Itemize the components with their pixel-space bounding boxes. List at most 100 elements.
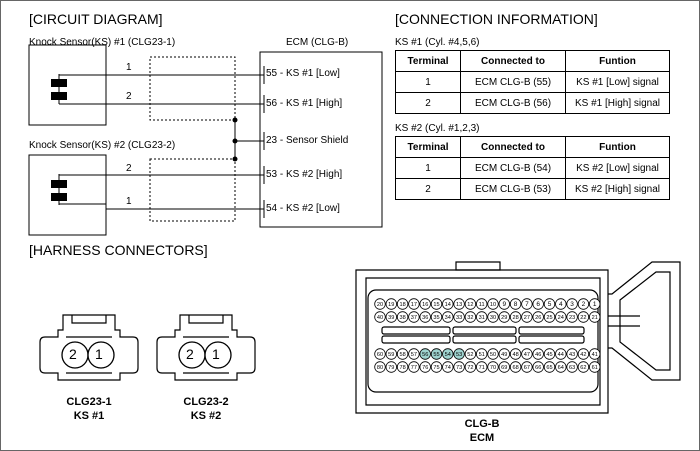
ecm-pin-8-number: 8 — [514, 301, 518, 308]
ecm-pin-30-hole — [487, 311, 499, 323]
ecm-pin-22-hole — [577, 311, 590, 323]
ks2-wire-number-1: 1 — [126, 196, 132, 207]
ks1-shield — [149, 56, 236, 121]
ecm-pin-37-number: 37 — [411, 315, 417, 321]
ecm-pin-58-number: 58 — [399, 352, 405, 358]
ecm-pin-2-number: 2 — [582, 301, 586, 308]
ecm-pin-40-number: 40 — [377, 315, 383, 321]
ecm-pin-1-hole — [589, 298, 601, 310]
ecm-pin-25-number: 25 — [546, 315, 552, 321]
ecm-pin-16-hole — [419, 298, 431, 310]
ecm-pin-18-hole — [396, 298, 409, 310]
ecm-pin-17-hole — [408, 298, 420, 310]
ecm-pin-8-hole — [509, 298, 522, 310]
table-cell: ECM CLG-B (55) — [460, 71, 566, 93]
ecm-pin-43-number: 43 — [569, 352, 575, 358]
ecm-pin-80-hole — [374, 361, 386, 373]
ecm-pin-26-hole — [532, 311, 544, 323]
clg23-1-name: CLG23-1 — [66, 396, 112, 408]
ecm-pin-79-hole — [385, 361, 398, 373]
table-cell: ECM CLG-B (56) — [460, 92, 566, 114]
ecm-pin-11-hole — [476, 298, 488, 310]
ks1-connection-table: Terminal Connected to Funtion 1 ECM CLG-… — [395, 50, 670, 114]
ecm-pin-73-number: 73 — [456, 365, 462, 371]
ecm-box — [259, 51, 383, 228]
ecm-pin-24-hole — [555, 311, 567, 323]
ecm-pin-72-hole — [464, 361, 477, 373]
table-cell: KS #1 [High] signal — [565, 92, 670, 114]
ks1-sensor-label: Knock Sensor(KS) #1 (CLG23-1) — [29, 37, 176, 48]
table-cell: ECM CLG-B (54) — [460, 157, 566, 179]
ecm-pin-56: 56 - KS #1 [High] — [266, 98, 343, 109]
clg23-2-pin-1: 1 — [212, 346, 220, 362]
ecm-pin-53-number: 53 — [456, 352, 462, 358]
ecm-pin-70-number: 70 — [490, 365, 496, 371]
ecm-pin-39-hole — [385, 311, 398, 323]
ecm-pin-49-hole — [498, 348, 511, 360]
ecm-pin-48-number: 48 — [512, 352, 518, 358]
ks1-wire-number-2: 2 — [126, 91, 132, 102]
ecm-pin-68-hole — [509, 361, 522, 373]
ecm-pin-64-hole — [555, 361, 567, 373]
ecm-pin-65-number: 65 — [546, 365, 552, 371]
ecm-pin-61-number: 61 — [592, 365, 598, 371]
ecm-pin-37-hole — [408, 311, 420, 323]
ecm-pin-10-hole — [487, 298, 499, 310]
clg23-2-name: CLG23-2 — [183, 396, 229, 408]
ecm-pin-69-hole — [498, 361, 511, 373]
ecm-pin-62-number: 62 — [580, 365, 586, 371]
clg-b-caption: CLG-B ECM — [437, 417, 527, 445]
ecm-pin-15-number: 15 — [433, 302, 439, 308]
ecm-pin-42-hole — [577, 348, 590, 360]
ecm-pin-2-hole — [577, 298, 590, 310]
ecm-pin-13-number: 13 — [456, 302, 462, 308]
ks2-shield — [149, 158, 236, 222]
ecm-pin-54-number: 54 — [445, 352, 451, 358]
ecm-pin-72-number: 72 — [467, 365, 473, 371]
ks2-table-title: KS #2 (Cyl. #1,2,3) — [395, 123, 480, 134]
ecm-pin-35-hole — [430, 311, 443, 323]
clg-b-sub: ECM — [469, 432, 495, 444]
ecm-pin-6-hole — [532, 298, 544, 310]
ecm-pin-50-number: 50 — [490, 352, 496, 358]
table-cell: 1 — [395, 71, 461, 93]
ecm-pin-57-hole — [408, 348, 420, 360]
ecm-pin-46-hole — [532, 348, 544, 360]
ecm-pin-30-number: 30 — [490, 315, 496, 321]
ks2-wire-number-2: 2 — [126, 163, 132, 174]
ecm-pin-31-number: 31 — [479, 315, 485, 321]
col-function: Funtion — [565, 136, 670, 158]
clg23-2-caption: CLG23-2 KS #2 — [161, 395, 251, 423]
ecm-pin-66-hole — [532, 361, 544, 373]
ecm-pin-29-hole — [498, 311, 511, 323]
ecm-pin-20-number: 20 — [377, 302, 383, 308]
ecm-pin-7-hole — [521, 298, 533, 310]
ecm-pin-16-number: 16 — [422, 302, 428, 308]
circuit-diagram-heading: [CIRCUIT DIAGRAM] — [29, 11, 163, 27]
ecm-pin-75-number: 75 — [433, 365, 439, 371]
ks1-sensor-box — [28, 44, 107, 126]
ecm-pin-53-hole — [453, 348, 465, 360]
ecm-pin-23-number: 23 — [569, 315, 575, 321]
col-connected-to: Connected to — [460, 50, 566, 72]
ecm-pin-43-hole — [566, 348, 578, 360]
ecm-pin-64-number: 64 — [558, 365, 564, 371]
ecm-pin-73-hole — [453, 361, 465, 373]
ecm-pin-29-number: 29 — [501, 315, 507, 321]
ecm-pin-38-hole — [396, 311, 409, 323]
ecm-pin-58-hole — [396, 348, 409, 360]
ks2-connection-table: Terminal Connected to Funtion 1 ECM CLG-… — [395, 136, 670, 200]
col-terminal: Terminal — [395, 50, 461, 72]
ecm-pin-49-number: 49 — [501, 352, 507, 358]
ecm-pin-6-number: 6 — [536, 301, 540, 308]
ecm-pin-5-hole — [543, 298, 556, 310]
ecm-pin-12-hole — [464, 298, 477, 310]
ecm-pin-17-number: 17 — [411, 302, 417, 308]
ecm-pin-5-number: 5 — [548, 301, 552, 308]
ecm-pin-55: 55 - KS #1 [Low] — [266, 68, 340, 79]
ecm-pin-56-number: 56 — [422, 352, 428, 358]
clg23-1-pin-2: 2 — [69, 346, 77, 362]
table-cell: 2 — [395, 92, 461, 114]
